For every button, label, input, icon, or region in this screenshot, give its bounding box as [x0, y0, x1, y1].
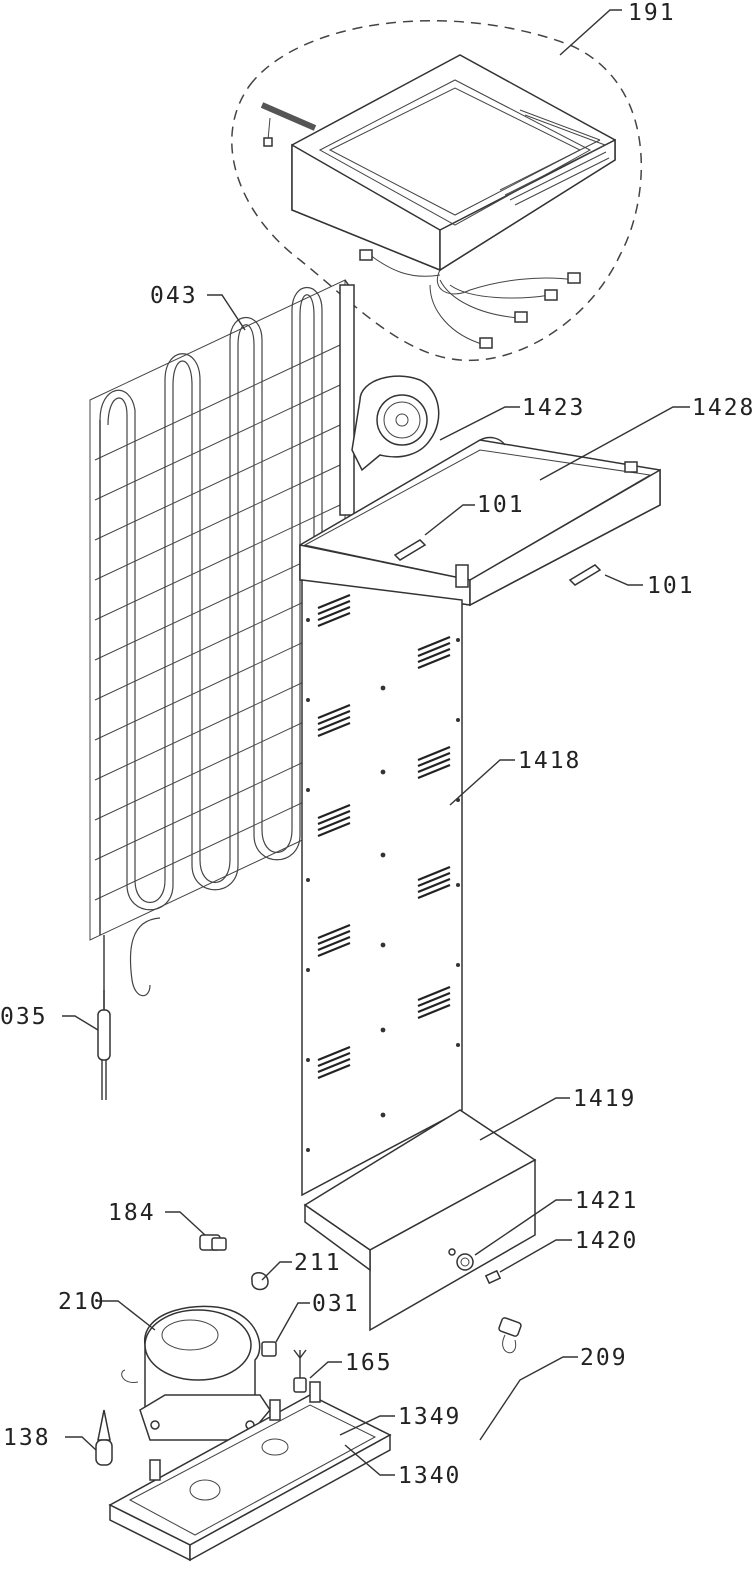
label-165: 165: [345, 1350, 393, 1376]
compressor-210: [98, 1300, 271, 1441]
label-101-b: 101: [647, 573, 695, 599]
label-1423: 1423: [522, 395, 585, 421]
label-138: 138: [3, 1425, 51, 1451]
fan-motor-1423: [351, 375, 520, 472]
clip-101-b: [568, 564, 643, 586]
callout-labels: 191 043 1423 1428 101 101 1418 035 1419 …: [0, 0, 752, 1489]
part-138: [65, 1409, 113, 1466]
part-165: [293, 1349, 342, 1393]
label-035: 035: [0, 1004, 48, 1030]
label-1419: 1419: [573, 1086, 636, 1112]
label-043: 043: [150, 283, 198, 309]
grommet-1421: [448, 1199, 572, 1271]
label-1421: 1421: [575, 1188, 638, 1214]
label-184: 184: [108, 1200, 156, 1226]
back-panel-1418: [301, 579, 515, 1197]
label-031: 031: [312, 1291, 360, 1317]
label-1349: 1349: [398, 1404, 461, 1430]
screw-1420: [484, 1239, 572, 1285]
duct-tray-1428: [299, 406, 690, 607]
label-1428: 1428: [692, 395, 752, 421]
label-191: 191: [628, 0, 676, 26]
part-031: [261, 1302, 310, 1357]
label-1420: 1420: [575, 1228, 638, 1254]
condenser-coil-043: [89, 279, 355, 997]
label-211: 211: [294, 1250, 342, 1276]
part-211: [251, 1261, 292, 1291]
lower-cover-1419: [303, 1097, 570, 1332]
label-209: 209: [580, 1345, 628, 1371]
evaporator-assembly-191: [231, 9, 643, 362]
label-210: 210: [58, 1289, 106, 1315]
capillary-filter-035: [62, 935, 111, 1100]
cable-209: [479, 1317, 578, 1441]
label-101-a: 101: [477, 492, 525, 518]
label-1418: 1418: [518, 748, 581, 774]
label-1340: 1340: [398, 1463, 461, 1489]
clip-101-a: [393, 504, 475, 561]
part-184: [165, 1211, 227, 1251]
compressor-base-1340: [108, 1381, 395, 1562]
